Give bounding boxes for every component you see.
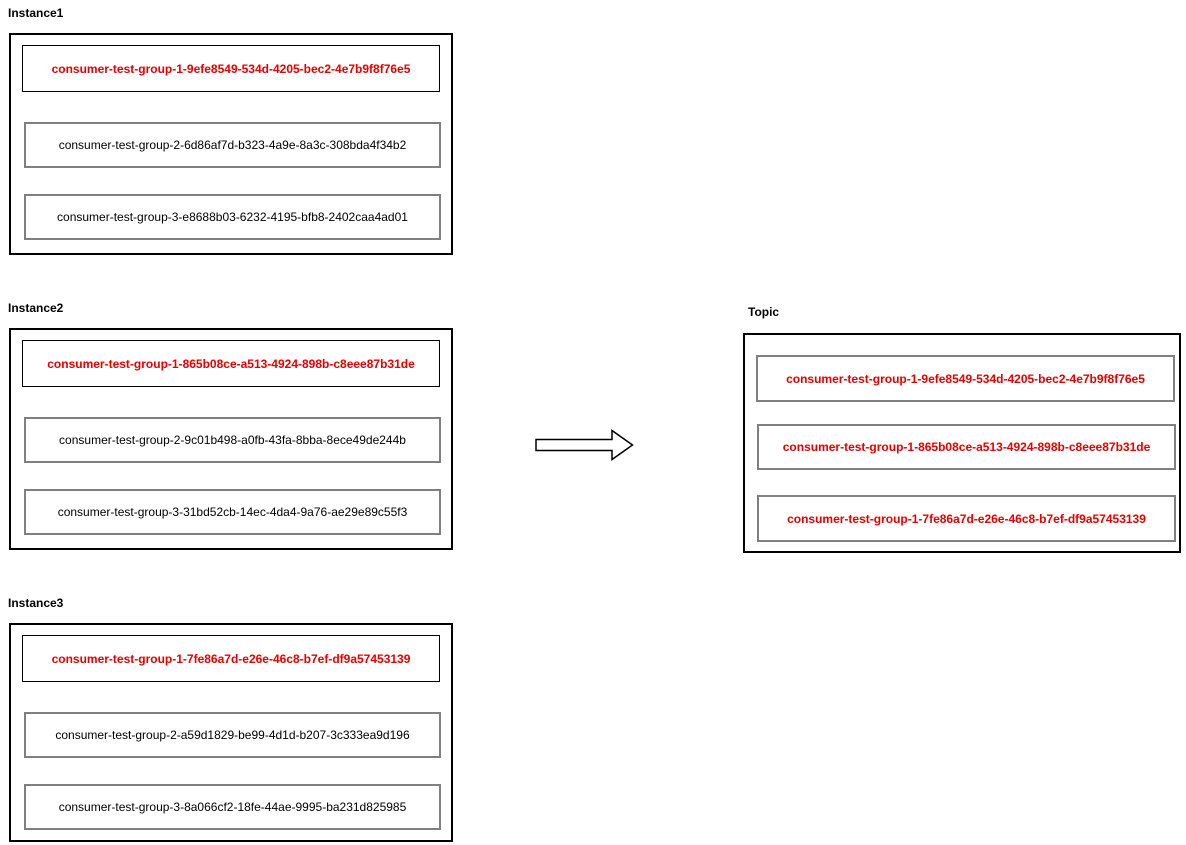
consumer-group-label: consumer-test-group-1-865b08ce-a513-4924… xyxy=(782,440,1151,454)
consumer-group-box: consumer-test-group-3-e8688b03-6232-4195… xyxy=(24,194,441,240)
consumer-group-label: consumer-test-group-2-6d86af7d-b323-4a9e… xyxy=(58,138,407,152)
instance3-box: consumer-test-group-1-7fe86a7d-e26e-46c8… xyxy=(9,623,453,842)
topic-label: Topic xyxy=(748,305,780,319)
right-arrow-icon xyxy=(535,429,634,461)
consumer-group-label: consumer-test-group-3-31bd52cb-14ec-4da4… xyxy=(57,505,408,519)
consumer-group-box: consumer-test-group-1-7fe86a7d-e26e-46c8… xyxy=(757,495,1176,542)
consumer-group-box: consumer-test-group-1-9efe8549-534d-4205… xyxy=(22,45,440,92)
instance1-box: consumer-test-group-1-9efe8549-534d-4205… xyxy=(9,33,453,255)
consumer-group-box: consumer-test-group-2-9c01b498-a0fb-43fa… xyxy=(24,417,441,463)
consumer-group-label: consumer-test-group-1-9efe8549-534d-4205… xyxy=(51,61,411,76)
instance2-box: consumer-test-group-1-865b08ce-a513-4924… xyxy=(9,328,453,550)
consumer-group-box: consumer-test-group-1-7fe86a7d-e26e-46c8… xyxy=(22,635,440,682)
consumer-group-box: consumer-test-group-1-865b08ce-a513-4924… xyxy=(757,424,1176,470)
consumer-group-box: consumer-test-group-1-9efe8549-534d-4205… xyxy=(756,355,1175,402)
instance1-label: Instance1 xyxy=(8,6,64,20)
consumer-group-label: consumer-test-group-1-7fe86a7d-e26e-46c8… xyxy=(787,511,1146,526)
consumer-group-box: consumer-test-group-2-a59d1829-be99-4d1d… xyxy=(24,712,441,758)
flow-arrow xyxy=(535,428,635,462)
consumer-group-label: consumer-test-group-2-9c01b498-a0fb-43fa… xyxy=(59,433,406,447)
consumer-group-box: consumer-test-group-1-865b08ce-a513-4924… xyxy=(22,340,440,387)
consumer-group-box: consumer-test-group-3-8a066cf2-18fe-44ae… xyxy=(24,784,441,830)
consumer-group-label: consumer-test-group-2-a59d1829-be99-4d1d… xyxy=(55,728,410,742)
consumer-group-box: consumer-test-group-3-31bd52cb-14ec-4da4… xyxy=(24,489,441,535)
consumer-group-label: consumer-test-group-1-9efe8549-534d-4205… xyxy=(786,371,1145,386)
consumer-group-box: consumer-test-group-2-6d86af7d-b323-4a9e… xyxy=(24,122,441,168)
topic-box: consumer-test-group-1-9efe8549-534d-4205… xyxy=(743,333,1181,553)
consumer-group-label: consumer-test-group-1-7fe86a7d-e26e-46c8… xyxy=(51,651,411,666)
instance2-label: Instance2 xyxy=(8,301,64,315)
instance3-label: Instance3 xyxy=(8,596,64,610)
consumer-group-label: consumer-test-group-3-e8688b03-6232-4195… xyxy=(57,210,408,224)
consumer-group-label: consumer-test-group-3-8a066cf2-18fe-44ae… xyxy=(58,800,407,814)
consumer-group-label: consumer-test-group-1-865b08ce-a513-4924… xyxy=(47,356,415,371)
